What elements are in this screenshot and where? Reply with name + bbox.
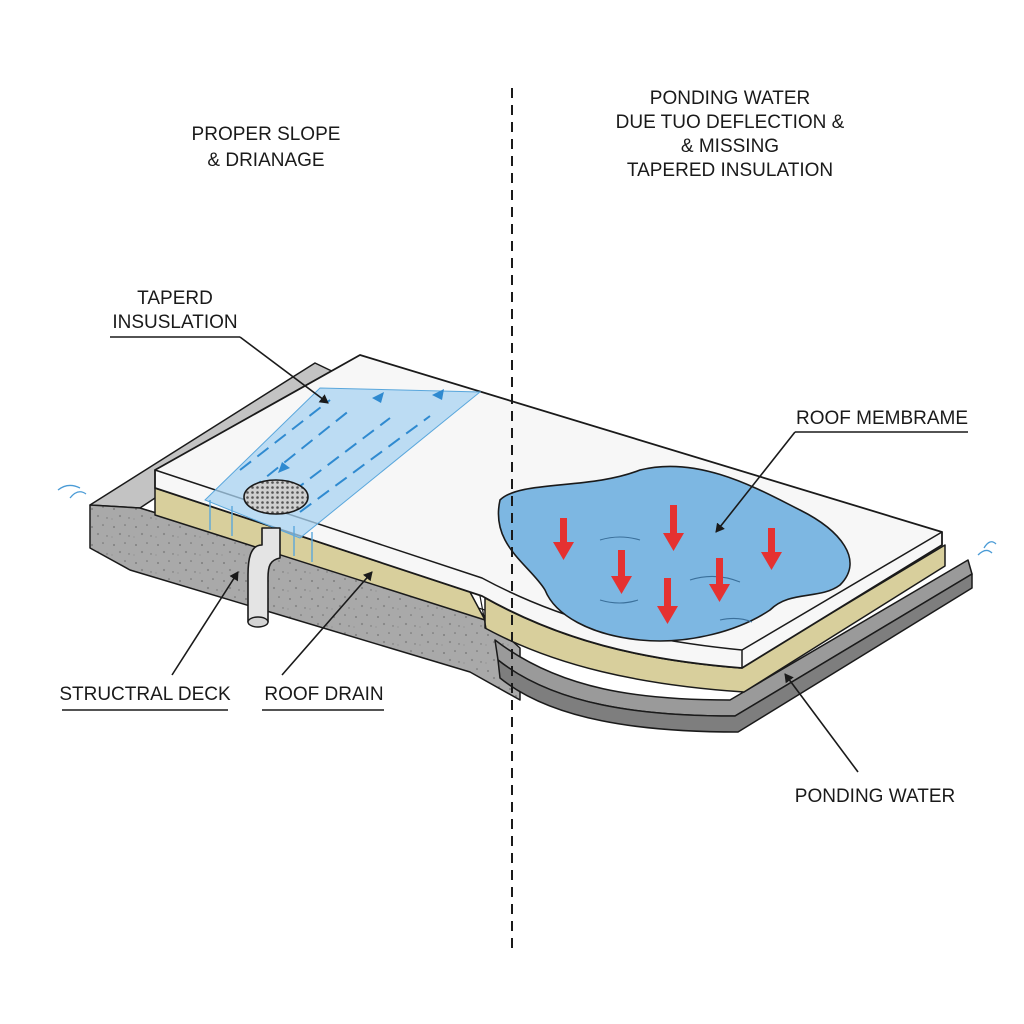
right-heading-line2: DUE TUO DEFLECTION & [616,112,845,133]
roof-drain [243,479,309,628]
callout-roof-drain-text: ROOF DRAIN [264,684,383,705]
callout-structural-deck: STRUCTRAL DECK [59,571,239,711]
callout-roof-drain: ROOF DRAIN [262,571,384,711]
flow-arrow-icon [372,392,384,403]
callout-tapered-insulation-line2: INSUSLATION [112,312,237,333]
left-heading-line1: PROPER SLOPE [192,124,341,145]
load-arrow-icon [657,578,678,624]
load-arrow-icon [553,518,574,560]
insulation-layer [154,487,946,693]
ponding-water [497,465,851,642]
load-arrows [553,505,782,624]
callout-ponding-water-text: PONDING WATER [795,786,955,807]
right-heading-line3: & MISSING [681,136,779,157]
callout-roof-membrane: ROOF MEMBRAME [715,408,968,533]
load-arrow-icon [709,558,730,602]
load-arrow-icon [761,528,782,570]
left-heading-line2: & DRIANAGE [207,150,324,171]
callout-roof-membrane-text: ROOF MEMBRAME [796,408,968,429]
callout-structural-deck-text: STRUCTRAL DECK [59,684,231,705]
flow-arrow-icon [278,462,290,473]
drain-grate-icon [243,479,309,515]
right-heading-line1: PONDING WATER [650,88,810,109]
callout-tapered-insulation-line1: TAPERD [137,288,213,309]
callout-tapered-insulation: TAPERD INSUSLATION [110,288,329,404]
load-arrow-icon [663,505,684,551]
right-heading: PONDING WATER DUE TUO DEFLECTION & & MIS… [616,88,845,181]
flow-arrow-icon [432,389,444,400]
callout-ponding-water: PONDING WATER [784,673,955,807]
edge-splash [57,484,997,556]
left-heading: PROPER SLOPE & DRIANAGE [192,124,341,171]
right-heading-line4: TAPERED INSULATION [627,160,833,181]
load-arrow-icon [611,550,632,594]
